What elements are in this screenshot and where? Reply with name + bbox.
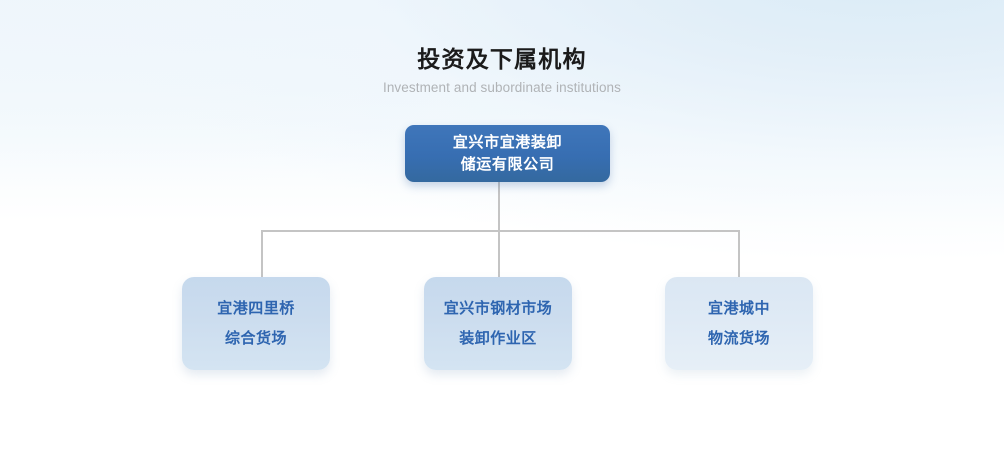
org-node-child-2[interactable]: 宜兴市钢材市场 装卸作业区 <box>424 277 572 370</box>
org-node-root-label: 宜兴市宜港装卸 储运有限公司 <box>452 133 563 173</box>
page-subtitle: Investment and subordinate institutions <box>382 80 622 95</box>
org-node-child-1[interactable]: 宜港四里桥 综合货场 <box>182 277 330 370</box>
org-node-child-1-label: 宜港四里桥 综合货场 <box>217 299 295 347</box>
org-node-child-3[interactable]: 宜港城中 物流货场 <box>665 277 813 370</box>
connector-drop-child-2 <box>498 230 500 278</box>
org-node-child-3-label: 宜港城中 物流货场 <box>707 299 770 347</box>
connector-drop-child-3 <box>738 230 740 278</box>
org-node-root[interactable]: 宜兴市宜港装卸 储运有限公司 <box>405 125 610 182</box>
page-header: 投资及下属机构 Investment and subordinate insti… <box>0 44 1004 97</box>
connector-drop-child-1 <box>261 230 263 278</box>
org-node-child-2-label: 宜兴市钢材市场 装卸作业区 <box>443 299 553 347</box>
page-title: 投资及下属机构 <box>417 46 587 72</box>
connector-horizontal-bus <box>261 230 740 232</box>
connector-trunk-vertical <box>498 181 500 232</box>
